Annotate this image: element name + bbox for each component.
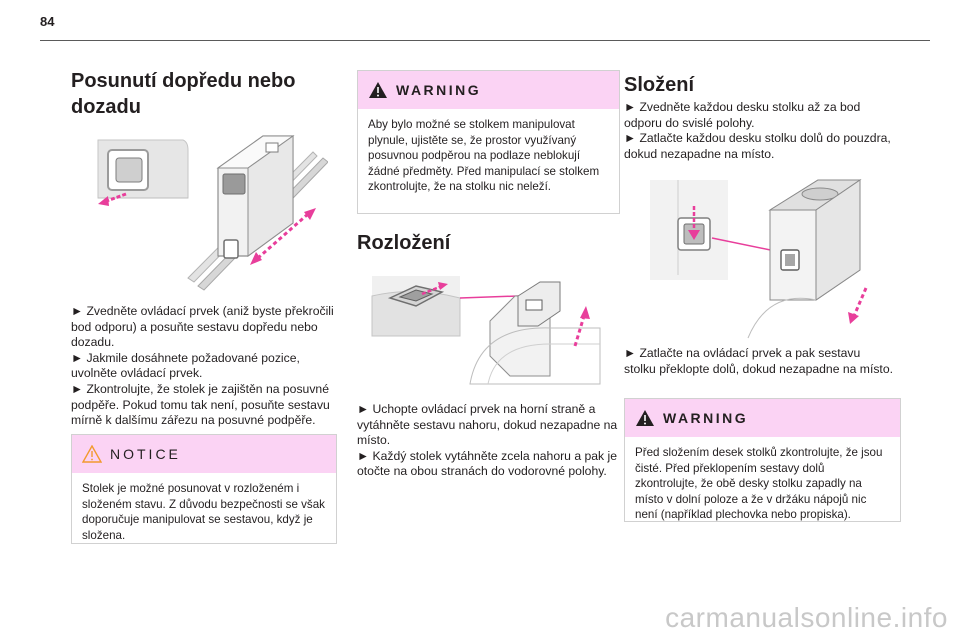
folding-instructions-top: ► Zvedněte každou desku stolku až za bod… xyxy=(624,100,894,162)
arrow-icon xyxy=(421,282,448,296)
instruction-step: ► Zkontrolujte, že stolek je zajištěn na… xyxy=(71,381,330,428)
warning-triangle-icon xyxy=(369,82,387,98)
instruction-step: ► Uchopte ovládací prvek na horní straně… xyxy=(357,402,618,448)
warning-header: WARNING xyxy=(358,71,619,109)
section-title-folding: Složení xyxy=(624,74,695,96)
down-arrow-icon xyxy=(688,206,700,240)
instruction-step: ► Zvedněte každou desku stolku až za bod… xyxy=(624,100,861,130)
warning-header: WARNING xyxy=(625,399,900,437)
warning-title: WARNING xyxy=(396,82,482,98)
instruction-step: ► Zvedněte ovládací prvek (aniž byste př… xyxy=(71,304,334,350)
warning-title: WARNING xyxy=(663,410,749,426)
folding-instructions-bottom: ► Zatlačte na ovládací prvek a pak sesta… xyxy=(624,346,894,377)
arrow-icon xyxy=(98,192,127,206)
warning-box-fold: WARNING Před složením desek stolků zkont… xyxy=(624,398,901,522)
instruction-step: ► Každý stolek vytáhněte zcela nahoru a … xyxy=(357,448,618,479)
notice-header: NOTICE xyxy=(72,435,336,473)
double-arrow-icon xyxy=(250,208,316,265)
warning-text: Aby bylo možné se stolkem manipulovat pl… xyxy=(368,118,600,194)
notice-title: NOTICE xyxy=(110,446,181,462)
up-arrow-icon xyxy=(573,306,590,347)
column-sliding: Posunutí dopředu nebo dozadu xyxy=(71,68,341,120)
notice-text: Stolek je možné posunovat v rozloženém i… xyxy=(82,482,325,542)
arrow-icon xyxy=(848,287,868,324)
warning-text: Před složením desek stolků zkontrolujte,… xyxy=(635,446,883,522)
section-title-unfolding: Rozložení xyxy=(357,232,451,254)
instruction-step: ► Zatlačte každou desku stolku dolů do p… xyxy=(624,131,891,161)
illustration-folding xyxy=(650,179,868,339)
header-rule xyxy=(40,40,930,41)
unfolding-instructions: ► Uchopte ovládací prvek na horní straně… xyxy=(357,402,625,480)
section-title-sliding: Posunutí dopředu nebo dozadu xyxy=(71,70,296,118)
notice-box: NOTICE Stolek je možné posunovat v rozlo… xyxy=(71,434,337,544)
illustration-sliding xyxy=(97,135,328,291)
warning-triangle-outline-icon xyxy=(82,445,102,463)
sliding-instructions: ► Zvedněte ovládací prvek (aniž byste př… xyxy=(71,304,341,429)
warning-box-unfold: WARNING Aby bylo možné se stolkem manipu… xyxy=(357,70,620,214)
warning-triangle-icon xyxy=(636,410,654,426)
watermark: carmanualsonline.info xyxy=(665,602,948,633)
instruction-step: ► Zatlačte na ovládací prvek a pak sesta… xyxy=(624,346,893,376)
instruction-step: ► Jakmile dosáhnete požadované pozice, u… xyxy=(71,350,300,381)
page-number: 84 xyxy=(40,14,55,29)
illustration-unfolding xyxy=(371,276,601,385)
